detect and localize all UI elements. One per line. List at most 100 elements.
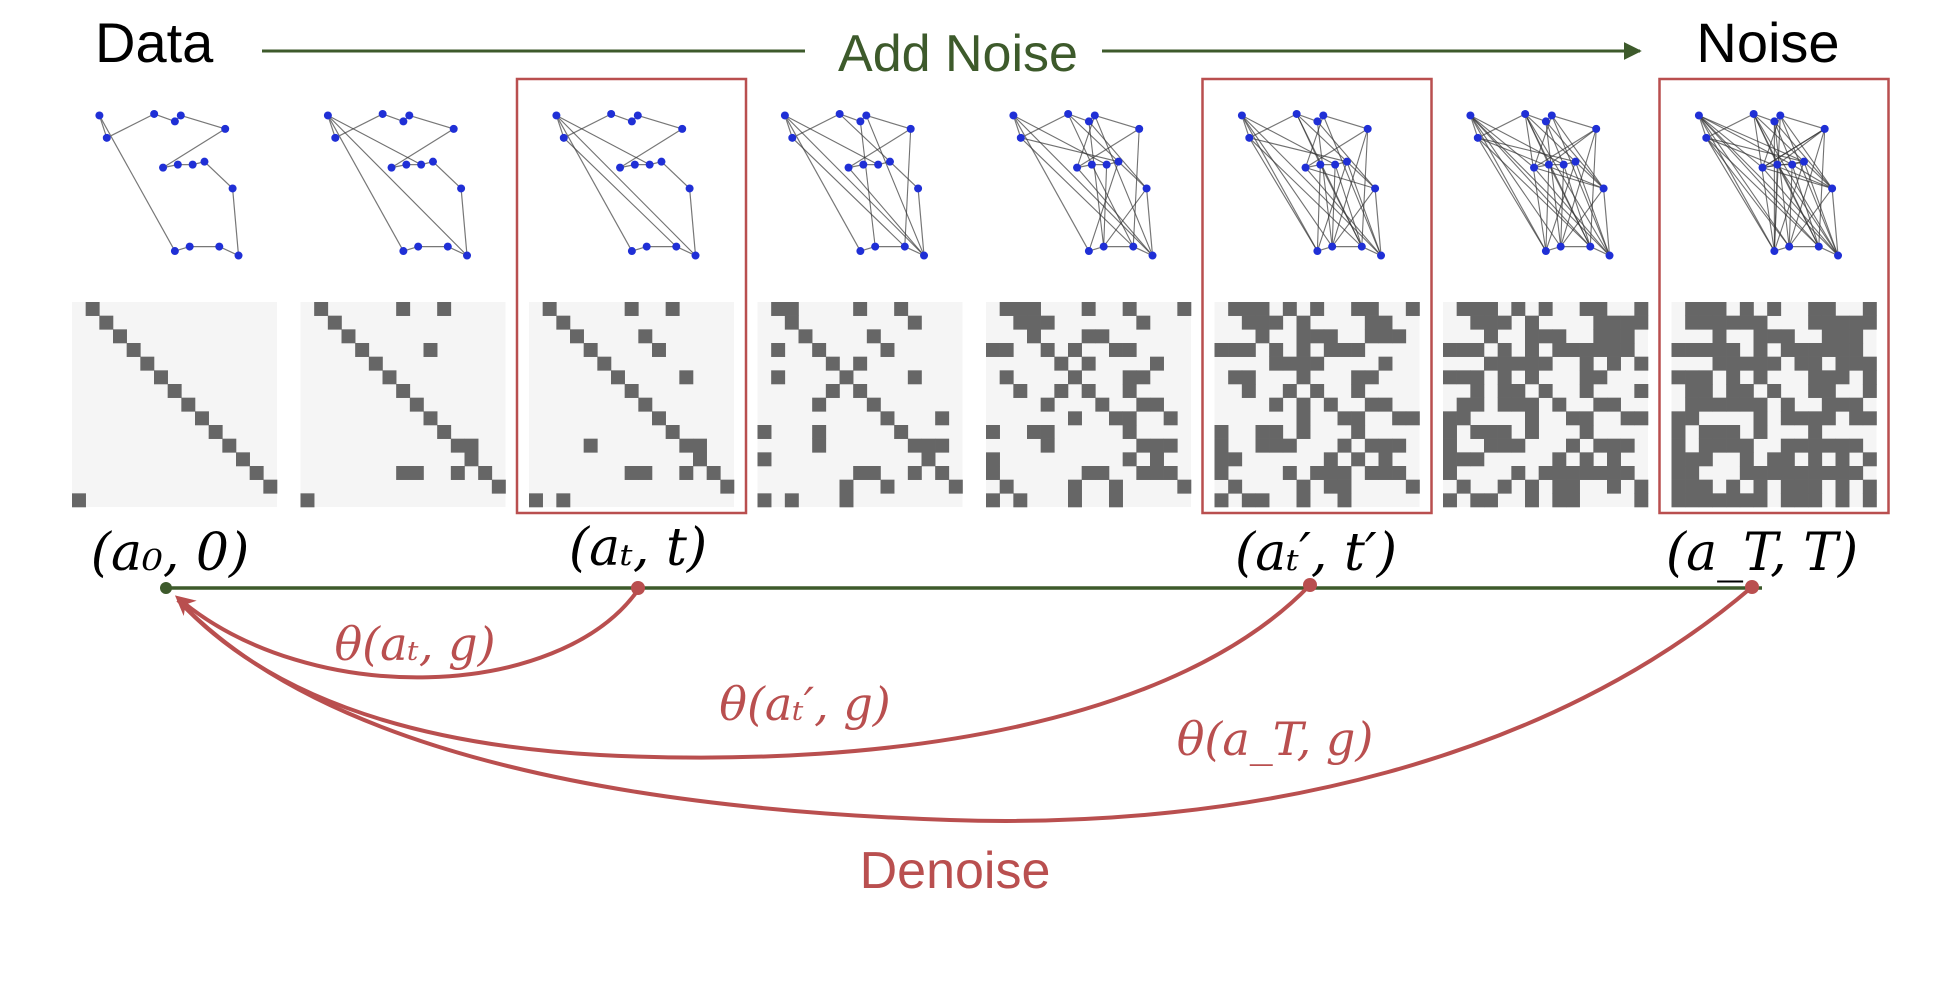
matrix-cell (1671, 493, 1686, 508)
matrix-cell (999, 479, 1014, 494)
noise-edge (1777, 128, 1826, 166)
tour-edge (1241, 115, 1318, 252)
graph-node (627, 117, 636, 126)
graph-4 (1009, 109, 1157, 260)
matrix-cell (999, 370, 1014, 385)
matrix-cell (1214, 438, 1229, 453)
matrix-cell (1767, 302, 1782, 316)
noise-edge (1020, 137, 1119, 163)
matrix-cell (1027, 425, 1041, 439)
noise-edge (1132, 128, 1140, 247)
matrix-cell (1849, 397, 1864, 412)
graph-node (1102, 160, 1111, 169)
graph-node (630, 160, 639, 169)
noise-edge (1076, 115, 1096, 168)
matrix-cell (1566, 411, 1580, 426)
matrix-cell (1634, 384, 1649, 398)
matrix-cell (1364, 466, 1379, 480)
noise-edge (784, 115, 925, 256)
matrix-cell (1122, 343, 1137, 357)
matrix-cell (1821, 302, 1836, 316)
matrix-cell (1081, 384, 1096, 398)
tour-edge (619, 128, 683, 169)
matrix-cell (1794, 356, 1809, 371)
matrix-cell (1607, 397, 1621, 412)
timepoint-dot-T (1745, 580, 1759, 594)
matrix-cell (1808, 411, 1823, 426)
noise-edge (1013, 115, 1153, 256)
matrix-cell (99, 315, 114, 330)
matrix-cell (1620, 466, 1635, 480)
matrix-cell (652, 411, 666, 426)
graph-node (1292, 109, 1301, 118)
matrix-cell (880, 411, 895, 426)
matrix-cell (1470, 452, 1485, 467)
matrix-cell (1497, 438, 1512, 453)
frame-1 (300, 109, 506, 508)
matrix-cell (1808, 315, 1823, 330)
matrix-cell (1726, 370, 1741, 385)
matrix-cell (1081, 329, 1096, 344)
matrix-cell (1698, 370, 1713, 385)
matrix-cell (1228, 302, 1243, 316)
matrix-cell (1821, 315, 1836, 330)
matrix-cell (1484, 425, 1498, 439)
matrix-cell (1862, 493, 1877, 508)
timepoint-dot-t (631, 581, 645, 595)
graph-node (185, 242, 194, 251)
graph-node (234, 251, 243, 260)
graph-node (1541, 117, 1550, 126)
matrix-cell (1269, 343, 1284, 357)
matrix-cell (1767, 466, 1782, 480)
matrix-cell (368, 356, 383, 371)
matrix-cell (1163, 438, 1178, 453)
matrix-cell (1835, 452, 1850, 467)
matrix-cell (1726, 343, 1741, 357)
tour-edge (180, 114, 226, 130)
graph-node (95, 111, 104, 120)
matrix-cell (1040, 343, 1055, 357)
timepoint-label-T: (a_T, T) (1666, 523, 1858, 583)
matrix-cell (1054, 356, 1069, 371)
matrix-cell (1593, 466, 1608, 480)
matrix-cell (1780, 466, 1795, 480)
matrix-cell (409, 397, 424, 412)
noise-edge (784, 114, 879, 166)
matrix-cell (1282, 438, 1297, 453)
matrix-cell (853, 302, 868, 316)
matrix-cell (1538, 302, 1553, 316)
matrix-cell (1726, 356, 1741, 371)
matrix-cell (1849, 466, 1864, 480)
noise-edge (1316, 164, 1321, 252)
noise-edge (1762, 161, 1805, 169)
noise-edge (1470, 115, 1535, 169)
matrix-cell (1671, 466, 1686, 480)
matrix-cell (866, 329, 881, 344)
noise-edge (1248, 137, 1363, 247)
matrix-cell (825, 384, 840, 398)
matrix-cell (706, 466, 721, 480)
graph-node (1599, 184, 1608, 193)
graph-node (1237, 111, 1246, 120)
matrix-cell (1392, 411, 1407, 426)
noise-edge (1067, 113, 1093, 165)
matrix-cell (1862, 302, 1877, 316)
noise-edge (1791, 164, 1820, 247)
matrix-cell (665, 302, 680, 316)
matrix-cell (1525, 370, 1539, 385)
noise-edge (1698, 115, 1839, 256)
graph-node (402, 160, 411, 169)
matrix-cell (1593, 302, 1608, 316)
matrix-cell (1808, 343, 1823, 357)
matrix-cell (1712, 315, 1727, 330)
matrix-cell (1634, 493, 1649, 508)
matrix-cell (1739, 384, 1754, 398)
matrix-cell (1538, 384, 1553, 398)
matrix-cell (1862, 411, 1877, 426)
noise-edge (1705, 137, 1775, 252)
matrix-cell (1040, 397, 1055, 412)
matrix-cell (853, 356, 868, 371)
matrix-cell (1794, 466, 1809, 480)
matrix-cell (1241, 302, 1256, 316)
noise-edge (1316, 161, 1348, 252)
